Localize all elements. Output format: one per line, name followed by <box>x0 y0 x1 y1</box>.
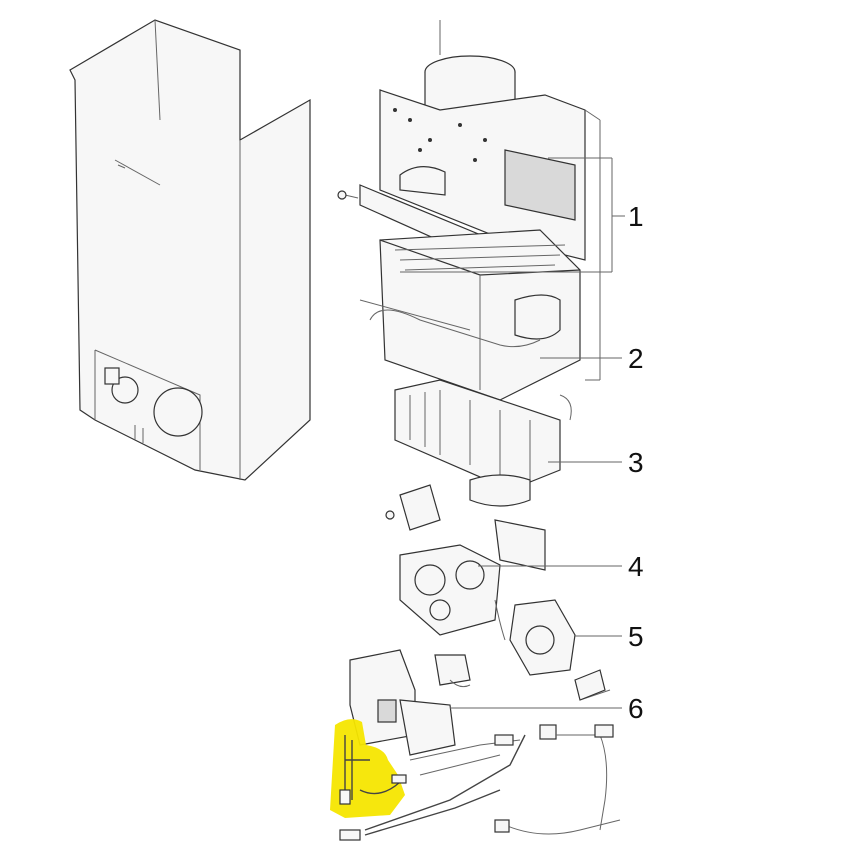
callout-4: 4 <box>628 551 644 582</box>
callout-5: 5 <box>628 621 644 652</box>
callout-1: 1 <box>628 201 644 232</box>
callout-6: 6 <box>628 693 644 724</box>
heat-exchanger <box>359 229 581 401</box>
callout-2: 2 <box>628 343 644 374</box>
front-casing <box>69 19 311 481</box>
callout-3: 3 <box>628 447 644 478</box>
water-valve <box>509 599 576 676</box>
wiring-harness <box>339 669 621 841</box>
callout-labels: 1 2 3 4 5 6 <box>628 201 644 724</box>
highlight-region <box>330 719 407 818</box>
fan-hood-assembly <box>379 20 601 381</box>
electrode-bracket <box>385 484 441 531</box>
gas-valve <box>399 519 546 641</box>
leader-lines <box>400 157 625 709</box>
control-unit <box>349 649 471 756</box>
burner-assembly <box>394 379 572 507</box>
